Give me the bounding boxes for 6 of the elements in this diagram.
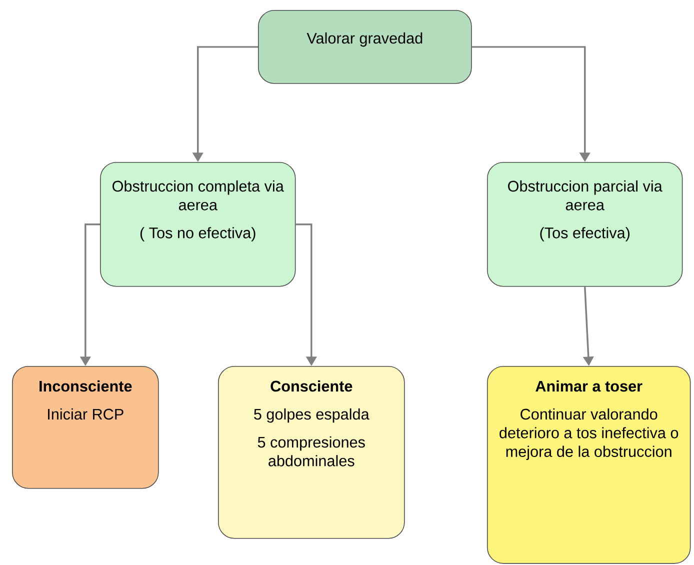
process-box: Valorar gravedad [258,10,472,84]
action-box: Animar a toser Continuar valorando deterioro a tos inefectiva o mejora de la obstruccion [487,366,691,564]
action-box: Consciente 5 golpes espalda 5 compresiones abdominales [218,366,405,539]
process-box: Obstruccion completa via aerea ( Tos no efectiva) [100,162,296,287]
process-box: Obstruccion parcial via aerea (Tos efectiva) [487,162,683,287]
action-box: Inconsciente Iniciar RCP [12,366,159,489]
